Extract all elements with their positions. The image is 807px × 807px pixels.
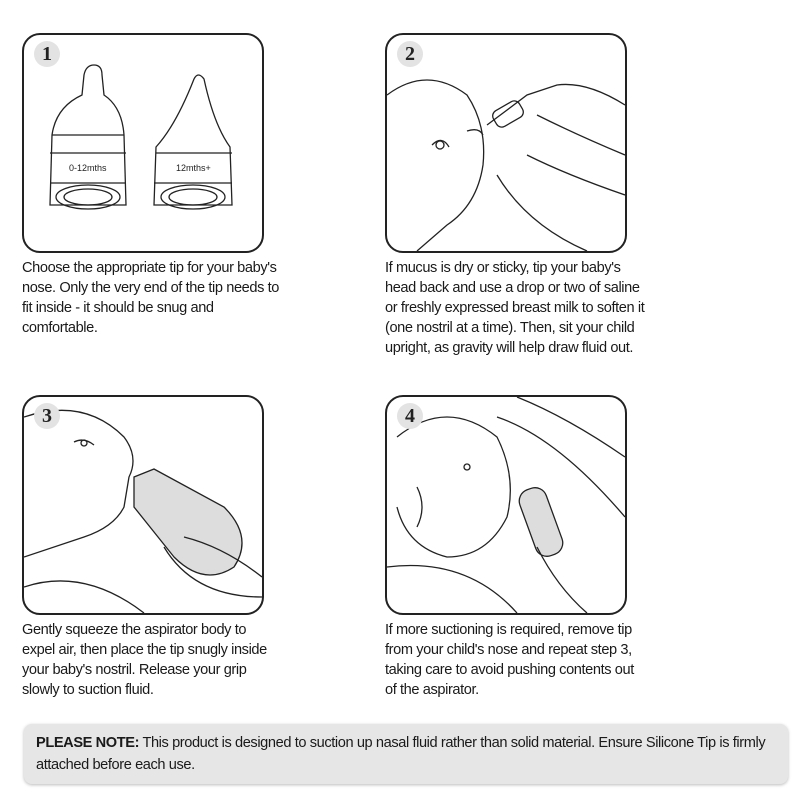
squeeze-aspirator-drawing (24, 409, 262, 613)
step-number-badge: 2 (397, 41, 423, 67)
step-1-text: Choose the appropriate tip for your baby… (22, 260, 280, 336)
step-number-badge: 4 (397, 403, 423, 429)
step-number-badge: 3 (34, 403, 60, 429)
step-number-badge: 1 (34, 41, 60, 67)
note-text: This product is designed to suction up n… (36, 735, 766, 773)
step-4-text: If more suctioning is required, remove t… (385, 622, 634, 698)
repeat-suction-drawing (387, 397, 625, 613)
baby-saline-drawing (387, 79, 625, 251)
step-2-illustration: 2 (385, 33, 627, 253)
tip-label-small: 0-12mths (69, 163, 107, 173)
step-3-text: Gently squeeze the aspirator body to exp… (22, 622, 267, 698)
tip-label-large: 12mths+ (176, 163, 211, 173)
step-4-illustration: 4 (385, 395, 627, 615)
note-label: PLEASE NOTE: (36, 735, 140, 751)
nasal-tips-drawing: 0-12mths 12mths+ (49, 64, 233, 210)
step-2-text: If mucus is dry or sticky, tip your baby… (385, 260, 645, 356)
step-3-illustration: 3 (22, 395, 264, 615)
step-1-illustration: 0-12mths 12mths+ 1 (22, 33, 264, 253)
please-note-box: PLEASE NOTE: This product is designed to… (24, 724, 788, 784)
